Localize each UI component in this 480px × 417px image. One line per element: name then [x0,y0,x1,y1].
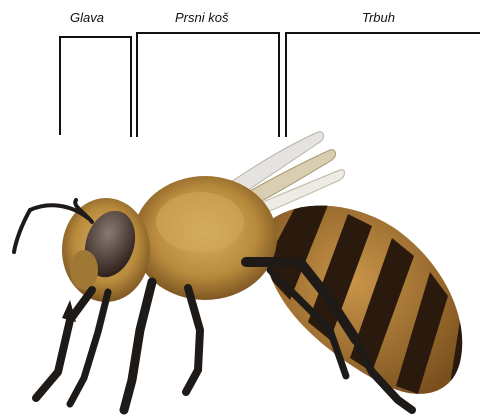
bracket-thorax [137,33,279,137]
bracket-abdomen [286,33,480,137]
bracket-head [60,37,131,137]
section-brackets [60,33,480,137]
bee-abdomen [262,198,480,417]
bee-head [62,198,150,302]
